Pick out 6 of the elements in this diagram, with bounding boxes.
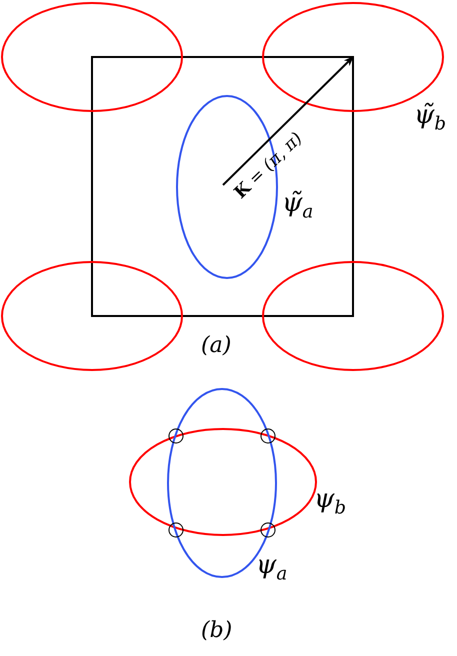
wavefunction-label: ψ̃$_{b}$: [414, 102, 446, 134]
wavefunction-label: ψ$_{a}$: [256, 552, 288, 584]
panel-label: (a): [201, 335, 232, 357]
wavefunction-label: ψ̃$_{a}$: [282, 190, 314, 222]
panel-label: (b): [201, 620, 232, 642]
wavefunction-label: ψ$_{b}$: [314, 486, 346, 518]
